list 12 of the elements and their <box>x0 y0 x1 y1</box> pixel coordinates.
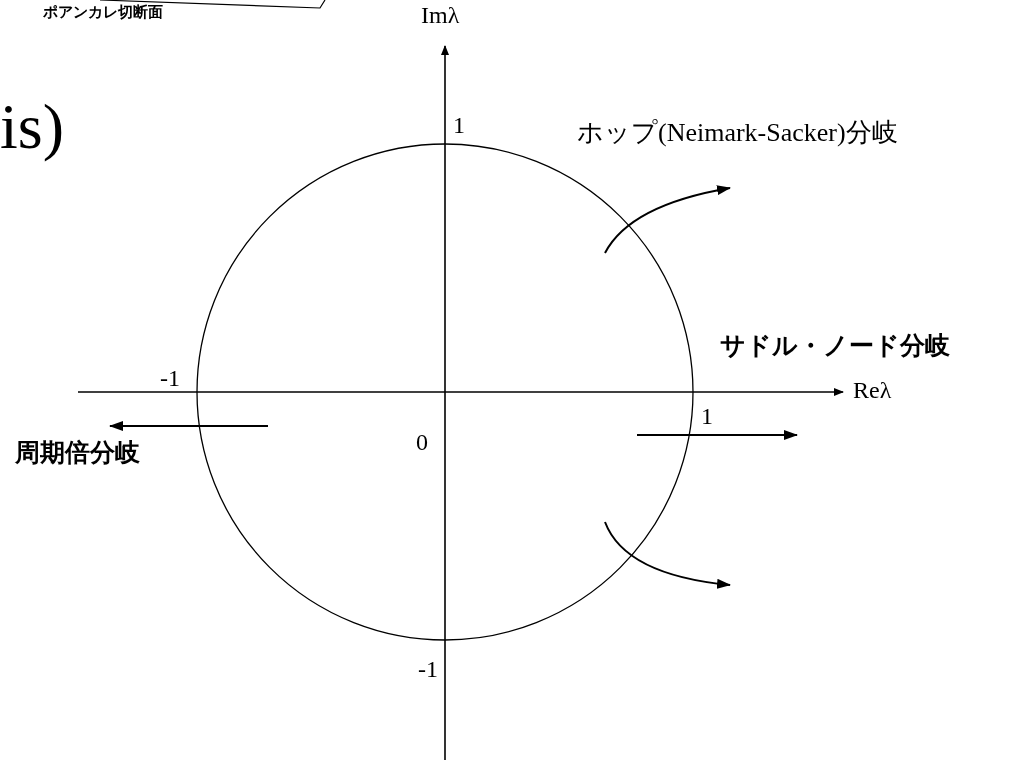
axis-label: Reλ <box>853 378 892 402</box>
tick-label: -1 <box>160 366 180 390</box>
tick-label: 1 <box>453 113 465 137</box>
tick-label: -1 <box>418 657 438 681</box>
bifurcation-label: 周期倍分岐 <box>15 440 140 465</box>
origin-label: 0 <box>416 430 428 454</box>
bifurcation-label: サドル・ノード分岐 <box>720 333 950 358</box>
axis-label: Imλ <box>421 3 460 27</box>
section-caption: ポアンカレ切断面 <box>43 5 163 20</box>
title-fragment: is) <box>0 95 64 159</box>
bifurcation-label: ホップ(Neimark-Sacker)分岐 <box>577 120 898 146</box>
tick-label: 1 <box>701 404 713 428</box>
